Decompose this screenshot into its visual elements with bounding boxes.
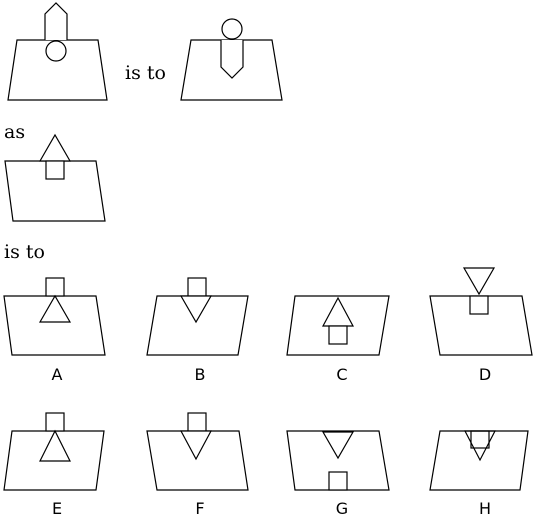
square-shape [45, 160, 65, 180]
option-label: B [195, 365, 206, 384]
triangle-down-shape [464, 430, 496, 462]
connector-is-to-1: is to [125, 62, 166, 84]
triangle-up-shape [321, 296, 355, 327]
square-shape [470, 430, 490, 449]
parallelogram-shape [3, 295, 106, 356]
square-shape [469, 295, 489, 315]
option-label: C [336, 365, 347, 384]
parallelogram-shape [3, 430, 105, 491]
parallelogram-shape [429, 430, 529, 491]
triangle-down-shape [179, 295, 213, 324]
option-d[interactable]: D [429, 267, 533, 384]
option-a[interactable]: A [3, 277, 106, 384]
option-e[interactable]: E [3, 412, 105, 518]
triangle-down-shape [321, 431, 355, 460]
option-g[interactable]: G [286, 430, 390, 518]
connector-as: as [4, 121, 25, 143]
square-shape [187, 277, 207, 297]
square-shape [328, 325, 348, 345]
option-label: G [336, 499, 348, 518]
option-c[interactable]: C [286, 295, 390, 384]
square-shape [45, 412, 65, 432]
parallelogram-shape [286, 295, 390, 356]
option-label: E [52, 499, 62, 518]
parallelogram-shape [429, 295, 533, 356]
circle-shape [45, 40, 67, 62]
figure-2 [180, 18, 283, 101]
triangle-up-shape [39, 429, 71, 462]
square-shape [45, 277, 65, 297]
triangle-up-shape [38, 294, 72, 323]
circle-shape [221, 18, 243, 40]
trapezoid-shape [7, 39, 108, 101]
parallelogram-shape [146, 295, 249, 356]
figure-1 [7, 2, 108, 101]
figure-3 [4, 133, 106, 222]
parallelogram-shape [286, 430, 390, 491]
option-b[interactable]: B [146, 277, 249, 384]
trapezoid-shape [180, 39, 283, 101]
triangle-up-shape [38, 133, 72, 162]
connector-is-to-2: is to [4, 241, 45, 263]
square-shape [328, 471, 348, 491]
option-label: A [52, 365, 63, 384]
option-f[interactable]: F [146, 412, 249, 518]
option-h[interactable]: H [429, 430, 529, 518]
option-label: H [479, 499, 491, 518]
triangle-down-shape [462, 267, 496, 296]
option-label: F [195, 499, 204, 518]
arrow-down-shape [220, 40, 244, 79]
square-shape [187, 412, 207, 432]
arrow-up-shape [44, 2, 68, 40]
option-label: D [479, 365, 491, 384]
triangle-down-shape [179, 430, 213, 461]
